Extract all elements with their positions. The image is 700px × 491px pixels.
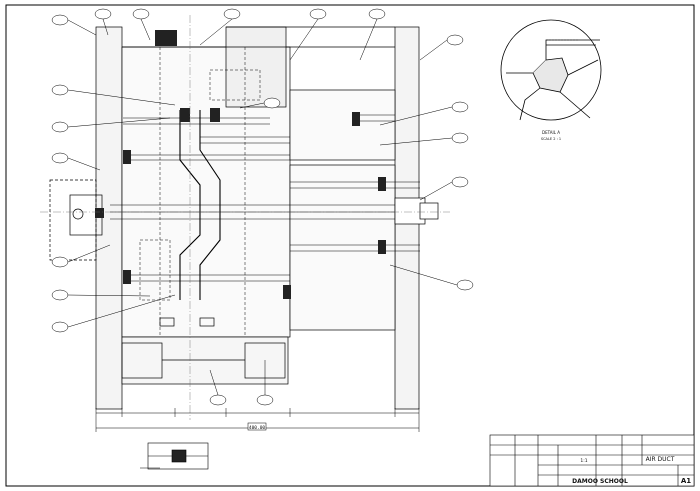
balloon-callouts xyxy=(51,8,474,406)
bottom-dimension-text: 400.00 xyxy=(249,425,266,431)
sheet-border xyxy=(5,4,695,487)
bottom-dimensions xyxy=(95,408,420,432)
title-block-scale: 1:1 xyxy=(580,458,587,464)
main-assembly-view xyxy=(40,15,450,420)
locating-ring xyxy=(49,179,97,261)
detail-a-label: DETAIL A xyxy=(542,130,560,135)
ejector-block-left xyxy=(121,342,163,379)
title-block-sheet-size: A1 xyxy=(681,477,691,485)
top-block xyxy=(225,26,287,108)
title-block-title: AIR DUCT xyxy=(646,456,675,463)
detail-a-view xyxy=(500,19,602,121)
bottom-dimension-box xyxy=(247,422,267,431)
title-block xyxy=(489,434,695,487)
moving-plate-lower xyxy=(289,164,396,331)
ejector-housing xyxy=(121,336,289,385)
moving-plate-upper xyxy=(289,89,396,161)
title-block-school: DAMOO SCHOOL xyxy=(572,478,628,485)
sprue-gate xyxy=(72,208,84,220)
bolt-section-view xyxy=(140,442,209,470)
detail-a-scale: SCALE 2 : 1 xyxy=(541,137,561,141)
